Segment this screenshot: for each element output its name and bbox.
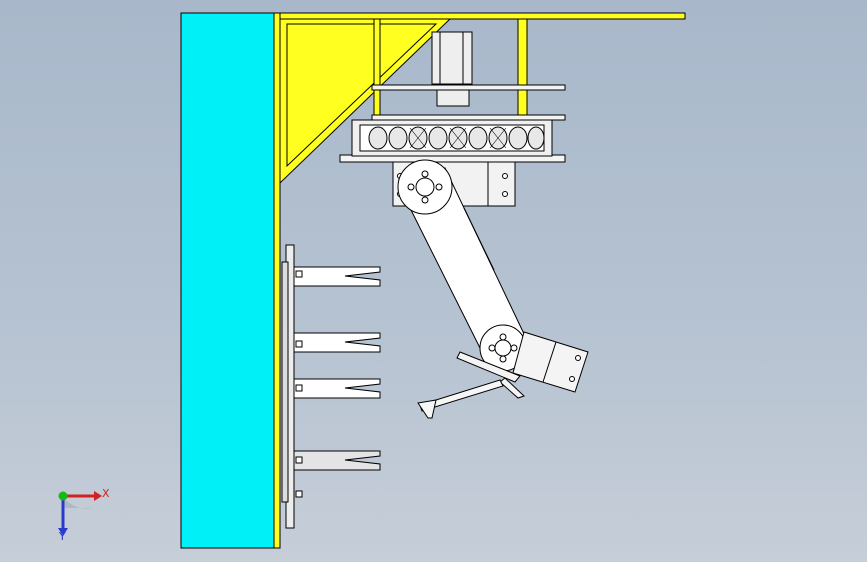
fork-tool-3	[293, 378, 381, 399]
fork-tool-1	[293, 266, 381, 287]
y-axis-label: Y	[59, 530, 66, 543]
upper-arm-link	[397, 159, 527, 372]
x-axis-label: X	[102, 487, 110, 500]
coordinate-triad-icon	[58, 491, 102, 536]
fork-tool-2	[293, 332, 381, 353]
wrist-gripper-assembly	[456, 331, 589, 399]
fork-tool-4	[293, 450, 381, 471]
tool-rack	[281, 244, 381, 529]
drive-motor	[431, 31, 473, 107]
slewing-bearing	[351, 119, 553, 157]
cyan-wall-plate	[180, 12, 275, 549]
end-effector-tool	[417, 379, 504, 419]
